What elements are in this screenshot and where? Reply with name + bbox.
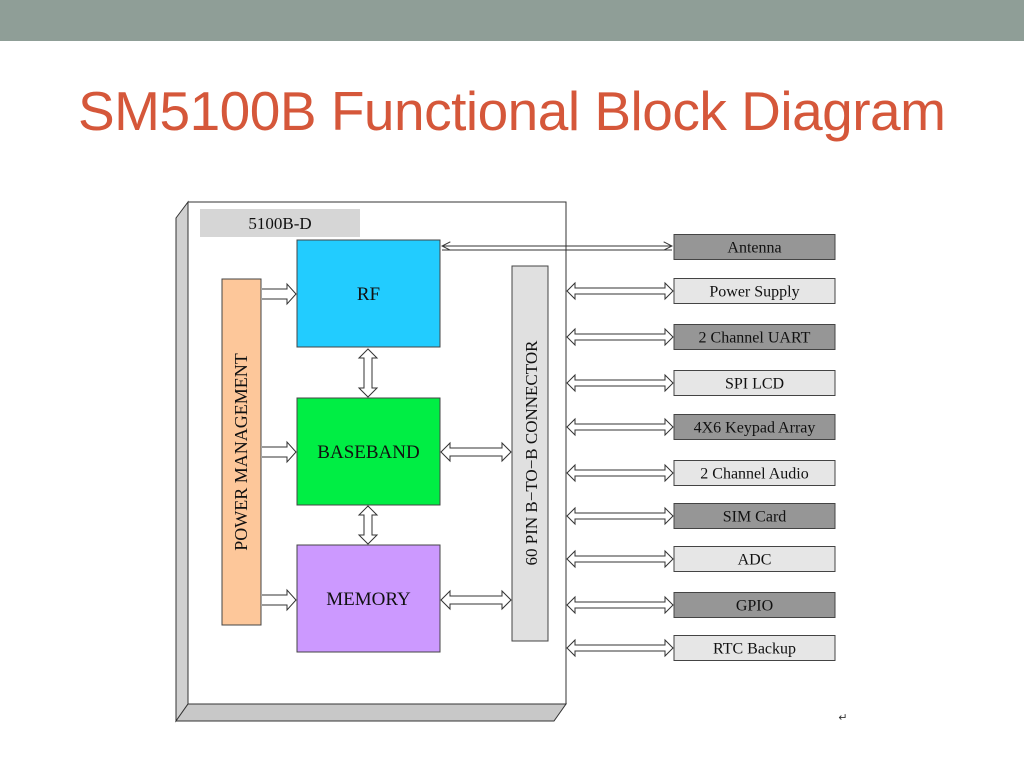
rf-baseband-arrow (357, 348, 379, 398)
rf-block (296, 239, 441, 348)
interface-box-sim-card (673, 503, 836, 529)
interface-box-4x6-keypad-array (673, 414, 836, 440)
interface-row-2-channel-uart: 2 Channel UART (566, 324, 836, 350)
interface-arrow-4x6-keypad-array (566, 417, 674, 437)
rf-label: RF (357, 284, 380, 305)
connector-label: 60 PIN B−TO−B CONNECTOR (522, 340, 541, 566)
interface-box-power-supply (673, 278, 836, 304)
interface-arrow-sim-card (566, 506, 674, 526)
interface-row-2-channel-audio: 2 Channel Audio (566, 460, 836, 486)
baseband-block (296, 397, 441, 506)
interface-row-power-supply: Power Supply (566, 278, 836, 304)
interface-label-adc: ADC (738, 552, 772, 569)
return-mark: ↵ (838, 712, 847, 724)
module-box-bottom-face (175, 703, 567, 722)
interface-arrow-gpio (566, 595, 674, 615)
interface-row-sim-card: SIM Card (566, 503, 836, 529)
baseband-memory-arrow (357, 505, 379, 545)
power-to-rf-arrow (262, 282, 297, 306)
interface-row-adc: ADC (566, 546, 836, 572)
module-label-box (200, 209, 360, 237)
power-arrows (262, 282, 297, 612)
interface-label-spi-lcd: SPI LCD (725, 376, 784, 393)
connector-block (511, 265, 549, 642)
interface-label-gpio: GPIO (736, 598, 773, 615)
interface-arrow-2-channel-audio (566, 463, 674, 483)
interface-label-sim-card: SIM Card (723, 509, 787, 526)
rf-antenna-arrow (442, 246, 672, 250)
interface-arrow-adc (566, 549, 674, 569)
interface-row-4x6-keypad-array: 4X6 Keypad Array (566, 414, 836, 440)
interface-box-gpio (673, 592, 836, 618)
baseband-label: BASEBAND (317, 442, 419, 463)
power-to-memory-arrow (262, 588, 297, 612)
interface-label-rtc-backup: RTC Backup (713, 641, 796, 658)
interface-label-2-channel-uart: 2 Channel UART (699, 330, 811, 347)
interface-arrow-rtc-backup (566, 638, 674, 658)
memory-label: MEMORY (326, 589, 411, 610)
interface-arrow-power-supply (566, 281, 674, 301)
interface-box-spi-lcd (673, 370, 836, 396)
power-to-baseband-arrow (262, 440, 297, 464)
interface-row-gpio: GPIO (566, 592, 836, 618)
power-management-block (221, 278, 262, 626)
vertical-bus-arrows (357, 348, 379, 545)
module-box-left-face (175, 200, 189, 723)
memory-connector-arrow (440, 589, 512, 611)
module-label: 5100B-D (248, 214, 311, 233)
block-connector-arrows (440, 441, 512, 611)
interface-label-power-supply: Power Supply (709, 284, 799, 301)
slide-title: SM5100B Functional Block Diagram (78, 80, 946, 142)
baseband-connector-arrow (440, 441, 512, 463)
interface-label-antenna: Antenna (727, 240, 781, 257)
interface-box-rtc-backup (673, 635, 836, 661)
interface-box-2-channel-uart (673, 324, 836, 350)
interface-row-spi-lcd: SPI LCD (566, 370, 836, 396)
power-management-label: POWER MANAGEMENT (231, 353, 251, 551)
interface-box-adc (673, 546, 836, 572)
interface-box-2-channel-audio (673, 460, 836, 486)
interface-label-2-channel-audio: 2 Channel Audio (700, 466, 808, 483)
memory-block (296, 544, 441, 653)
interface-row-antenna: Antenna (673, 234, 836, 260)
top-bar (0, 0, 1024, 41)
interface-arrow-2-channel-uart (566, 327, 674, 347)
interface-label-4x6-keypad-array: 4X6 Keypad Array (694, 420, 816, 437)
interface-box-antenna (673, 234, 836, 260)
interface-row-rtc-backup: RTC Backup (566, 635, 836, 661)
interface-arrow-spi-lcd (566, 373, 674, 393)
